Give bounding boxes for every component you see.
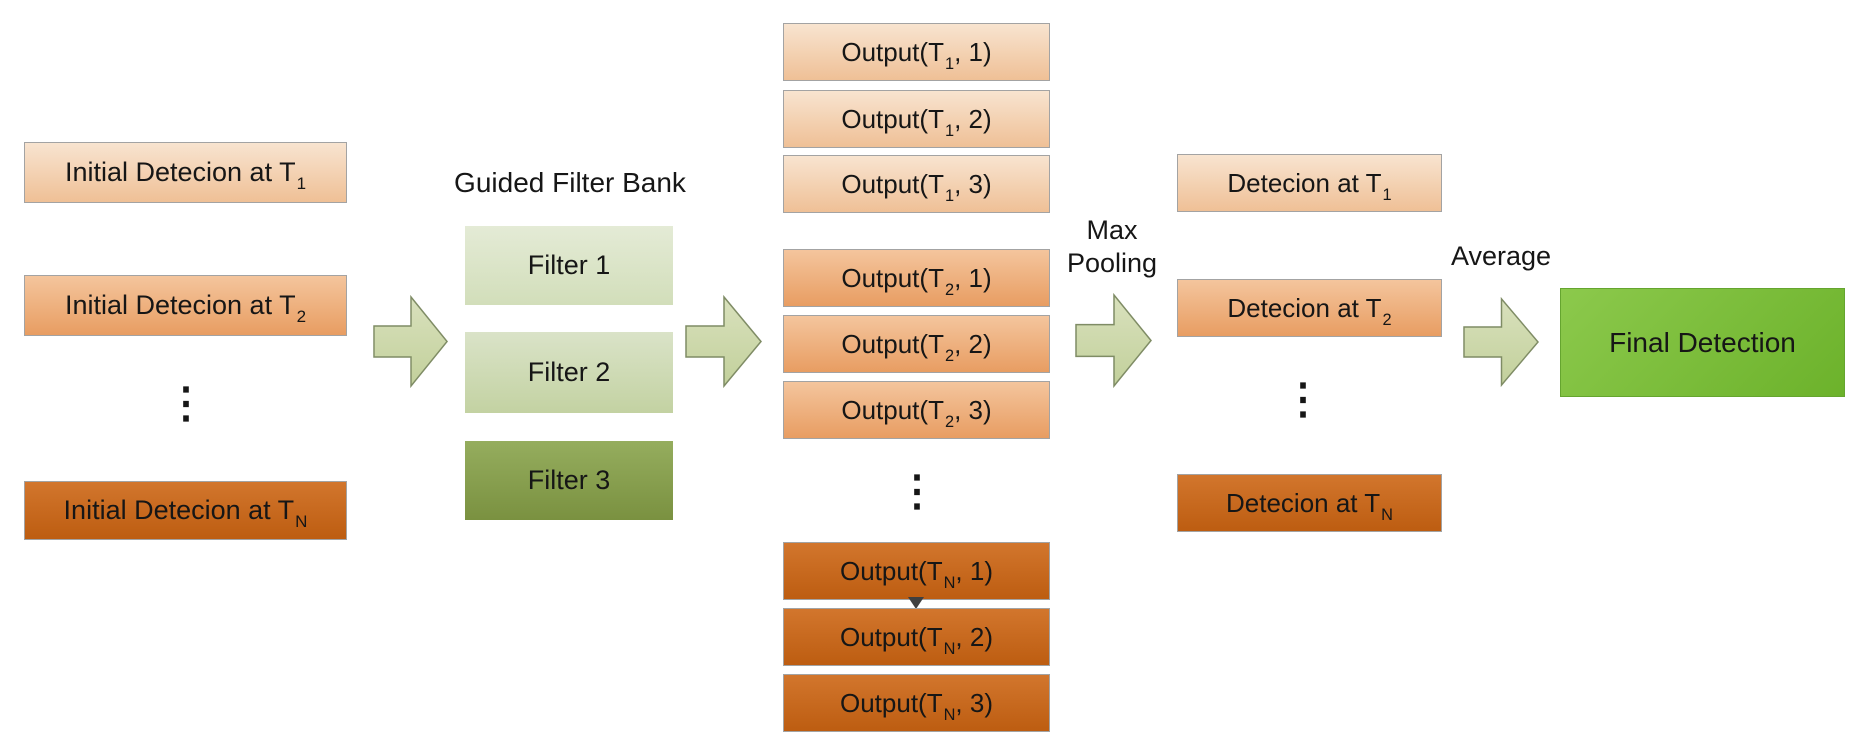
box-label: Initial Detecion at TN <box>63 495 308 532</box>
detection-box-t2: Detecion at T2 <box>1177 279 1442 337</box>
output-box-t2-1: Output(T2, 1) <box>783 249 1050 307</box>
box-label: Filter 1 <box>527 250 611 280</box>
flow-arrow-to-outputs <box>685 294 762 389</box>
flow-arrow-max-pooling <box>1075 292 1152 389</box>
box-label: Final Detection <box>1609 326 1796 358</box>
initial-detection-box-tn: Initial Detecion at TN <box>24 481 347 540</box>
vertical-ellipsis: ⋮ <box>896 467 938 514</box>
box-label: Output(TN, 3) <box>840 688 993 725</box>
average-label: Average <box>1450 241 1552 271</box>
flow-arrow-to-filter-bank <box>373 294 449 389</box>
box-label: Detecion at T2 <box>1227 293 1392 330</box>
filter-bank-title: Guided Filter Bank <box>454 167 686 198</box>
final-detection-box: Final Detection <box>1560 288 1845 397</box>
box-label: Output(T2, 1) <box>841 263 992 300</box>
output-box-tn-3: Output(TN, 3) <box>783 674 1050 732</box>
vertical-ellipsis: ⋮ <box>165 379 207 426</box>
filter-1-box: Filter 1 <box>465 226 673 305</box>
initial-detection-box-t2: Initial Detecion at T2 <box>24 275 347 336</box>
box-label: Filter 2 <box>527 357 611 387</box>
down-arrowhead <box>908 597 924 609</box>
flow-arrow-average <box>1463 296 1539 388</box>
output-box-t2-3: Output(T2, 3) <box>783 381 1050 439</box>
box-label: Initial Detecion at T1 <box>64 157 307 194</box>
initial-detection-box-t1: Initial Detecion at T1 <box>24 142 347 203</box>
box-label: Output(T1, 1) <box>841 37 992 74</box>
box-label: Output(T1, 2) <box>841 104 992 141</box>
output-box-t2-2: Output(T2, 2) <box>783 315 1050 373</box>
box-label: Output(TN, 1) <box>840 556 993 593</box>
output-box-t1-1: Output(T1, 1) <box>783 23 1050 81</box>
output-box-t1-3: Output(T1, 3) <box>783 155 1050 213</box>
output-box-t1-2: Output(T1, 2) <box>783 90 1050 148</box>
filter-3-box: Filter 3 <box>465 441 673 520</box>
box-label: Detecion at T1 <box>1227 168 1392 205</box>
box-label: Detecion at TN <box>1226 488 1393 525</box>
max-pooling-label: Max Pooling <box>1066 215 1158 278</box>
filter-2-box: Filter 2 <box>465 332 673 413</box>
box-label: Output(T2, 3) <box>841 395 992 432</box>
output-box-tn-1: Output(TN, 1) <box>783 542 1050 600</box>
box-label: Output(T2, 2) <box>841 329 992 366</box>
box-label: Output(T1, 3) <box>841 169 992 206</box>
detection-box-t1: Detecion at T1 <box>1177 154 1442 212</box>
box-label: Output(TN, 2) <box>840 622 993 659</box>
detection-box-tn: Detecion at TN <box>1177 474 1442 532</box>
box-label: Filter 3 <box>527 465 611 495</box>
vertical-ellipsis: ⋮ <box>1282 375 1324 422</box>
output-box-tn-2: Output(TN, 2) <box>783 608 1050 666</box>
box-label: Initial Detecion at T2 <box>64 290 307 327</box>
